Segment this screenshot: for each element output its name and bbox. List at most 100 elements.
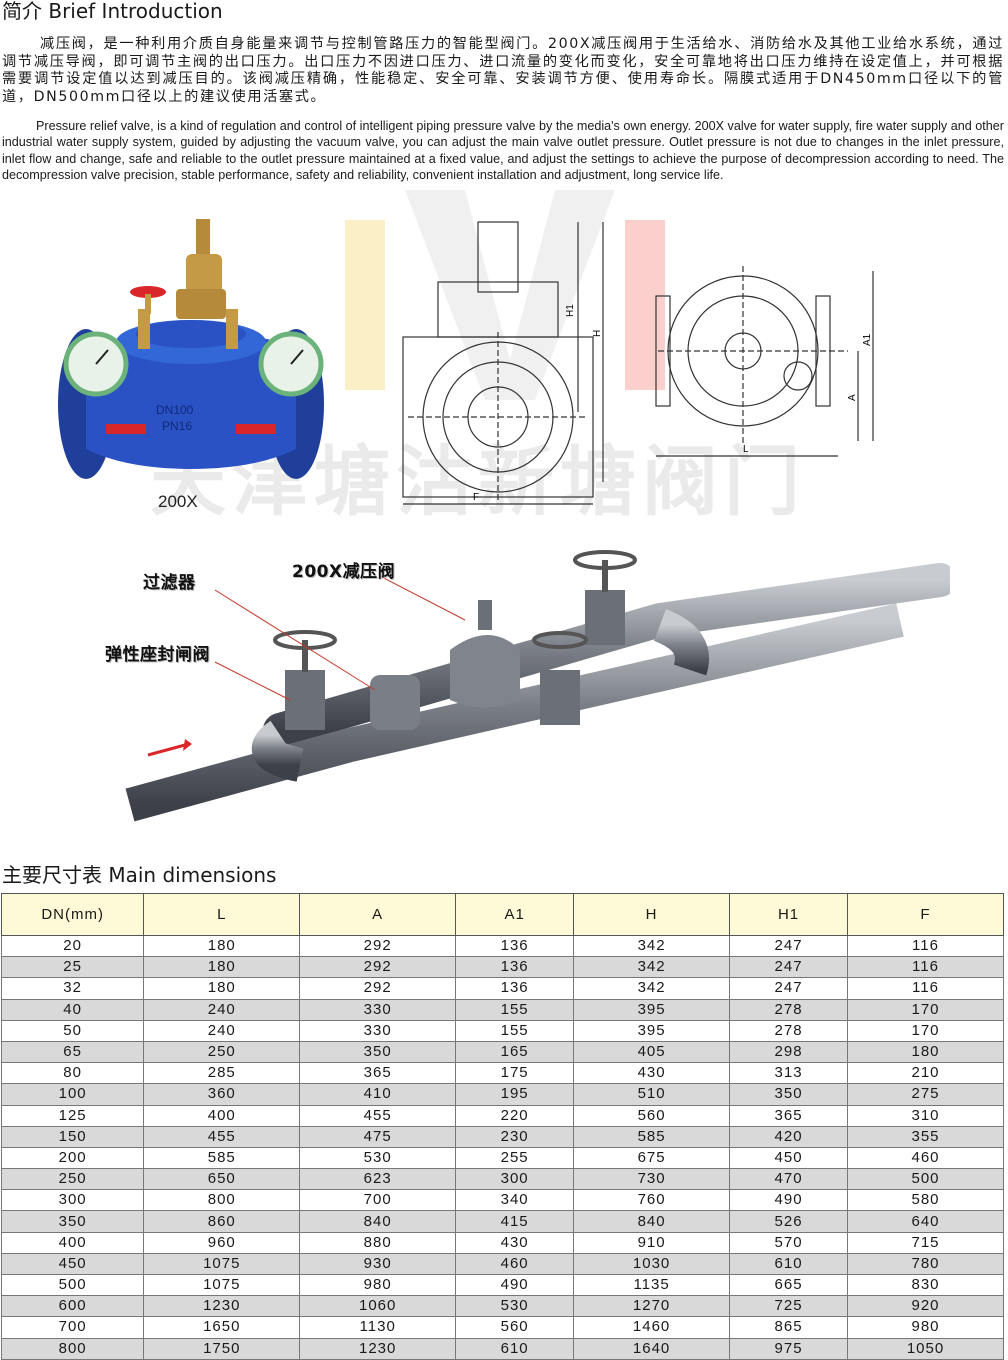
table-cell: 395	[573, 998, 731, 1021]
table-cell: 1270	[573, 1295, 731, 1318]
table-cell: 180	[143, 977, 301, 1000]
table-cell: 410	[299, 1083, 457, 1106]
table-cell: 600	[0, 1295, 145, 1318]
callout-reducing-valve: 200X减压阀	[292, 562, 396, 582]
table-cell: 195	[455, 1083, 575, 1106]
dim-label-l: L	[743, 444, 749, 455]
table-cell: 980	[299, 1273, 457, 1297]
callout-gate-valve: 弹性座封闸阀	[105, 645, 210, 665]
table-cell: 500	[0, 1273, 145, 1297]
table-cell: 180	[847, 1040, 1004, 1064]
table-cell: 330	[299, 998, 457, 1021]
table-cell: 116	[847, 934, 1004, 958]
header-a1: A1	[455, 893, 575, 936]
table-cell: 610	[455, 1337, 575, 1360]
table-cell: 1650	[143, 1316, 301, 1339]
table-cell: 430	[455, 1231, 575, 1254]
table-cell: 1075	[143, 1252, 301, 1276]
body-marking-pn: PN16	[162, 419, 192, 433]
table-cell: 350	[0, 1210, 145, 1233]
table-cell: 50	[0, 1019, 145, 1042]
table-cell: 980	[847, 1316, 1004, 1339]
table-cell: 1230	[143, 1295, 301, 1318]
table-cell: 1460	[573, 1316, 731, 1339]
table-cell: 450	[729, 1146, 849, 1170]
table-cell: 342	[573, 934, 731, 958]
table-cell: 880	[299, 1231, 457, 1254]
table-cell: 623	[299, 1168, 457, 1191]
table-cell: 136	[455, 977, 575, 1000]
header-f: F	[847, 893, 1004, 936]
table-cell: 342	[573, 956, 731, 979]
table-cell: 960	[143, 1231, 301, 1254]
table-cell: 665	[729, 1273, 849, 1297]
table-cell: 25	[0, 956, 145, 979]
table-cell: 340	[455, 1189, 575, 1212]
table-cell: 292	[299, 956, 457, 979]
table-cell: 20	[0, 934, 145, 958]
table-cell: 1230	[299, 1337, 457, 1360]
table-cell: 400	[143, 1104, 301, 1127]
table-cell: 560	[573, 1104, 731, 1127]
product-model-label: 200X	[158, 492, 198, 511]
table-cell: 1030	[573, 1252, 731, 1276]
table-cell: 180	[143, 934, 301, 958]
table-cell: 1640	[573, 1337, 731, 1360]
table-cell: 760	[573, 1189, 731, 1212]
table-cell: 170	[847, 998, 1004, 1021]
table-cell: 1750	[143, 1337, 301, 1360]
top-view-drawing: A1 A L	[655, 266, 874, 457]
callout-filter: 过滤器	[143, 573, 196, 593]
table-cell: 180	[143, 956, 301, 979]
dimensions-title: 主要尺寸表 Main dimensions	[2, 863, 277, 887]
table-cell: 278	[729, 998, 849, 1021]
table-cell: 125	[0, 1104, 145, 1127]
table-cell: 400	[0, 1231, 145, 1254]
table-cell: 640	[847, 1210, 1004, 1233]
front-view-drawing: H1 H F	[402, 221, 604, 505]
table-cell: 275	[847, 1083, 1004, 1106]
table-cell: 155	[455, 998, 575, 1021]
table-cell: 40	[0, 998, 145, 1021]
table-cell: 285	[143, 1062, 301, 1085]
table-cell: 300	[0, 1189, 145, 1212]
table-cell: 920	[847, 1295, 1004, 1318]
table-cell: 830	[847, 1273, 1004, 1297]
table-cell: 530	[299, 1146, 457, 1170]
table-cell: 415	[455, 1210, 575, 1233]
table-cell: 430	[573, 1062, 731, 1085]
table-cell: 475	[299, 1125, 457, 1148]
header-h1: H1	[729, 893, 849, 936]
table-cell: 510	[573, 1083, 731, 1106]
table-cell: 860	[143, 1210, 301, 1233]
table-cell: 490	[455, 1273, 575, 1297]
table-cell: 460	[847, 1146, 1004, 1170]
table-cell: 1135	[573, 1273, 731, 1297]
table-cell: 247	[729, 934, 849, 958]
intro-paragraph-cn: 减压阀，是一种利用介质自身能量来调节与控制管路压力的智能型阀门。200X减压阀用…	[2, 36, 1004, 105]
dim-label-f: F	[473, 492, 479, 503]
table-cell: 360	[143, 1083, 301, 1106]
table-cell: 526	[729, 1210, 849, 1233]
table-cell: 247	[729, 956, 849, 979]
table-cell: 975	[729, 1337, 849, 1360]
table-cell: 460	[455, 1252, 575, 1276]
table-cell: 725	[729, 1295, 849, 1318]
table-cell: 650	[143, 1168, 301, 1191]
table-cell: 247	[729, 977, 849, 1000]
table-cell: 570	[729, 1231, 849, 1254]
